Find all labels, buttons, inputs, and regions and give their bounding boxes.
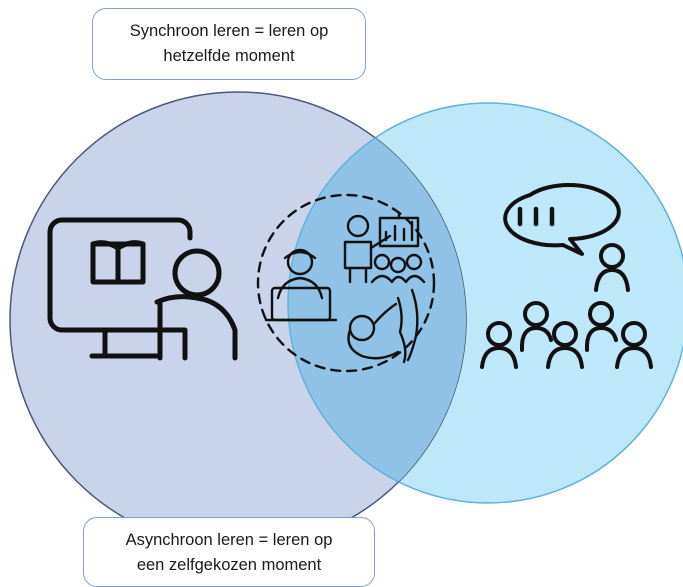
asynchronous-label-line-1: Asynchroon leren = leren op: [125, 531, 333, 549]
group-discussion-with-speech-bubble-icon: [480, 183, 653, 369]
computer-screen-with-book-and-learner-icon: [47, 217, 238, 361]
overlap-region: [288, 103, 466, 503]
synchronous-label-line-1: Synchroon leren = leren op: [129, 22, 329, 40]
asynchronous-label-line-2: een zelfgekozen moment: [136, 556, 322, 574]
hybrid-classroom-presenter-and-online-learner-icon: [256, 193, 436, 373]
synchronous-learning-label: Synchroon leren = leren op hetzelfde mom…: [92, 8, 366, 80]
asynchronous-learning-label: Asynchroon leren = leren op een zelfgeko…: [83, 517, 375, 587]
synchronous-label-line-2: hetzelfde moment: [163, 47, 295, 65]
